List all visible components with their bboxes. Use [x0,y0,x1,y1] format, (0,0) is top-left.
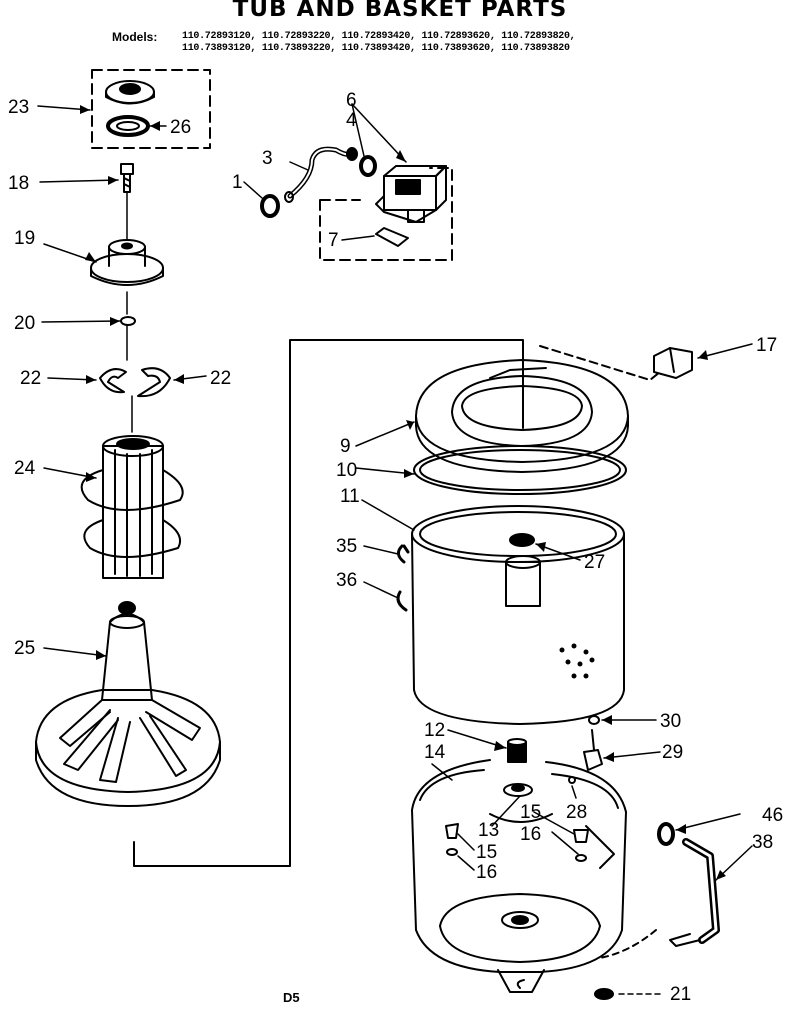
callout-18: 18 [8,173,29,194]
callout-16-left: 16 [476,862,497,883]
dashed-box-water-inlet [319,167,453,261]
callout-25: 25 [14,638,35,659]
callout-46: 46 [762,805,783,826]
callout-17: 17 [756,335,777,356]
callout-3: 3 [262,148,273,169]
callout-30: 30 [660,711,681,732]
part-19-cam [90,239,164,286]
callout-36: 36 [336,570,357,591]
part-6-water-valve [375,165,447,223]
part-14-outer-tub [411,759,627,993]
part-20-washer [120,316,136,326]
part-21-plug [594,988,614,1000]
part-17-lid-switch [653,347,693,379]
callout-26: 26 [170,117,191,138]
part-24-auger [80,435,184,579]
callout-22-right: 22 [210,368,231,389]
part-46-clamp [657,822,675,846]
part-15-fastener-right [573,829,589,843]
part-30-washer [588,715,600,725]
callout-27: 27 [584,552,605,573]
callout-22-left: 22 [20,368,41,389]
part-38-drain-hose [599,838,720,959]
part-18-bolt [120,163,134,193]
callout-28: 28 [566,802,587,823]
callout-15-left: 15 [476,842,497,863]
callout-1: 1 [232,172,243,193]
leader-lines [37,103,753,995]
callout-20: 20 [14,313,35,334]
part-16-washer-right [575,854,587,862]
part-7-bracket [375,227,409,247]
callout-16-right: 16 [520,824,541,845]
part-4-clamp [359,155,377,177]
part-3-hose [284,146,358,203]
callout-29: 29 [662,742,683,763]
page-title: TUB AND BASKET PARTS [232,0,568,22]
callout-4: 4 [346,110,357,131]
diagram-code: D5 [283,990,300,1005]
part-9-tub-cover [415,359,629,473]
part-23-agitator-cap [105,80,155,105]
part-12-nut [507,738,527,763]
callout-6: 6 [346,90,357,111]
part-11-basket [411,505,625,725]
connector-bracket-line [133,339,524,867]
models-label: Models: [112,30,158,44]
part-15-fastener-left [445,823,459,839]
callout-11: 11 [340,486,360,507]
part-35-clip [397,544,410,564]
callout-10: 10 [336,460,357,481]
part-16-washer-left [446,848,458,856]
part-25-agitator-base [35,601,221,807]
leader-arrowheads [80,105,726,880]
callout-13: 13 [478,820,499,841]
callout-21: 21 [670,984,691,1005]
part-10-gasket [413,445,627,495]
callout-23: 23 [8,97,29,118]
model-numbers-line-2: 110.73893120, 110.73893220, 110.73893420… [182,43,570,54]
dashed-box-cap-group [91,69,211,149]
callout-19: 19 [14,228,35,249]
callout-7: 7 [328,230,339,251]
part-1-clamp [260,194,280,218]
callout-14: 14 [424,742,446,763]
callout-24: 24 [14,458,36,479]
callout-12: 12 [424,720,445,741]
callout-9: 9 [340,436,351,457]
part-36-clip [396,590,408,612]
part-29-fitting [583,729,603,771]
part-22-dog-left [99,368,127,394]
callout-38: 38 [752,832,773,853]
part-13-seal [503,783,533,797]
part-22-dog-right [137,367,171,398]
part-26-seal-ring [106,115,150,137]
model-numbers-line-1: 110.72893120, 110.72893220, 110.72893420… [182,31,576,42]
callout-15-right: 15 [520,802,541,823]
dashed-line-17 [539,345,661,381]
callout-35: 35 [336,536,357,557]
